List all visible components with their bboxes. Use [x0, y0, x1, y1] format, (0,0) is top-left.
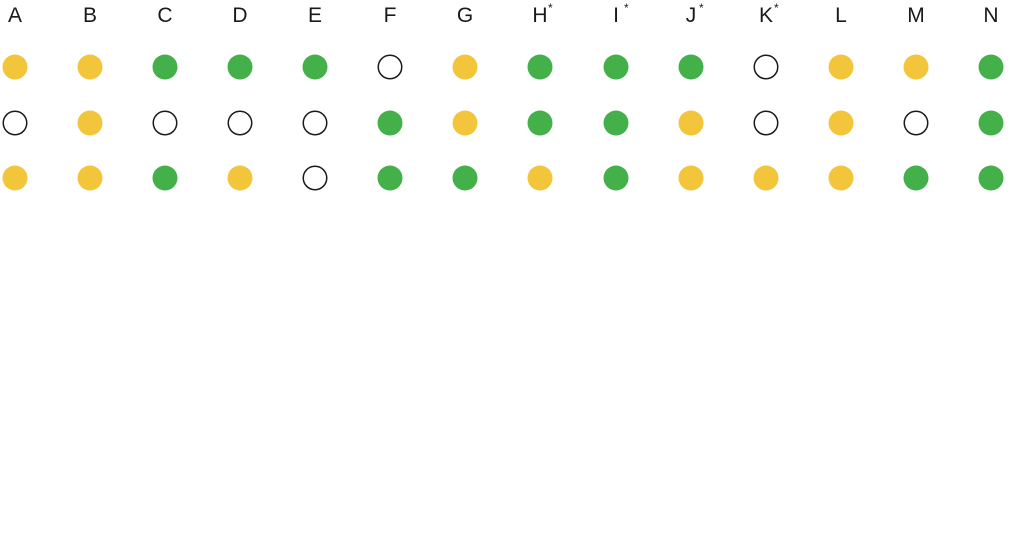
- status-dot-row1-d-green: [227, 54, 253, 80]
- status-dot-row1-a-yellow: [2, 54, 28, 80]
- column-label-a: A: [8, 4, 22, 27]
- status-dot-row2-c-empty: [152, 110, 178, 136]
- status-dot-row1-j-green: [678, 54, 704, 80]
- status-dot-row2-f-green: [377, 110, 403, 136]
- status-dot-row2-l-yellow: [828, 110, 854, 136]
- status-dot-row3-c-green: [152, 165, 178, 191]
- status-dot-row3-j-yellow: [678, 165, 704, 191]
- status-dot-row3-a-yellow: [2, 165, 28, 191]
- status-dot-row1-f-empty: [377, 54, 403, 80]
- status-dot-row3-k-yellow: [753, 165, 779, 191]
- column-label-b: B: [83, 4, 97, 27]
- column-marker-j: *: [699, 1, 704, 15]
- status-dot-row3-m-green: [903, 165, 929, 191]
- column-label-h: H: [532, 4, 547, 27]
- column-label-j: J: [686, 4, 697, 27]
- status-dot-row2-i-green: [603, 110, 629, 136]
- status-dot-row2-h-green: [527, 110, 553, 136]
- status-dot-row1-h-green: [527, 54, 553, 80]
- status-dot-row3-h-yellow: [527, 165, 553, 191]
- status-dot-row1-m-yellow: [903, 54, 929, 80]
- status-dot-row2-j-yellow: [678, 110, 704, 136]
- status-dot-row3-n-green: [978, 165, 1004, 191]
- status-dot-row1-g-yellow: [452, 54, 478, 80]
- column-label-c: C: [157, 4, 172, 27]
- status-dot-row1-e-green: [302, 54, 328, 80]
- status-dot-row3-g-green: [452, 165, 478, 191]
- status-dot-row2-k-empty: [753, 110, 779, 136]
- status-dot-row1-i-green: [603, 54, 629, 80]
- status-dot-row2-n-green: [978, 110, 1004, 136]
- status-dot-row3-f-green: [377, 165, 403, 191]
- status-dot-row3-e-empty: [302, 165, 328, 191]
- column-label-i: I: [613, 4, 619, 27]
- status-dot-row2-g-yellow: [452, 110, 478, 136]
- column-marker-h: *: [548, 1, 553, 15]
- column-label-d: D: [232, 4, 247, 27]
- status-dot-row1-n-green: [978, 54, 1004, 80]
- status-dot-row3-i-green: [603, 165, 629, 191]
- status-dot-row2-m-empty: [903, 110, 929, 136]
- column-label-m: M: [907, 4, 925, 27]
- column-label-n: N: [983, 4, 998, 27]
- column-marker-k: *: [774, 1, 779, 15]
- column-label-f: F: [384, 4, 397, 27]
- status-dot-row1-c-green: [152, 54, 178, 80]
- status-dot-row2-e-empty: [302, 110, 328, 136]
- column-label-g: G: [457, 4, 473, 27]
- status-dot-row1-l-yellow: [828, 54, 854, 80]
- status-dot-row3-d-yellow: [227, 165, 253, 191]
- status-dot-row3-b-yellow: [77, 165, 103, 191]
- status-dot-row2-d-empty: [227, 110, 253, 136]
- status-dot-row2-a-empty: [2, 110, 28, 136]
- status-dot-row3-l-yellow: [828, 165, 854, 191]
- status-dot-row1-b-yellow: [77, 54, 103, 80]
- column-marker-i: *: [624, 1, 629, 15]
- status-dot-row2-b-yellow: [77, 110, 103, 136]
- column-label-e: E: [308, 4, 322, 27]
- column-label-k: K: [759, 4, 773, 27]
- status-dot-row1-k-empty: [753, 54, 779, 80]
- column-label-l: L: [835, 4, 847, 27]
